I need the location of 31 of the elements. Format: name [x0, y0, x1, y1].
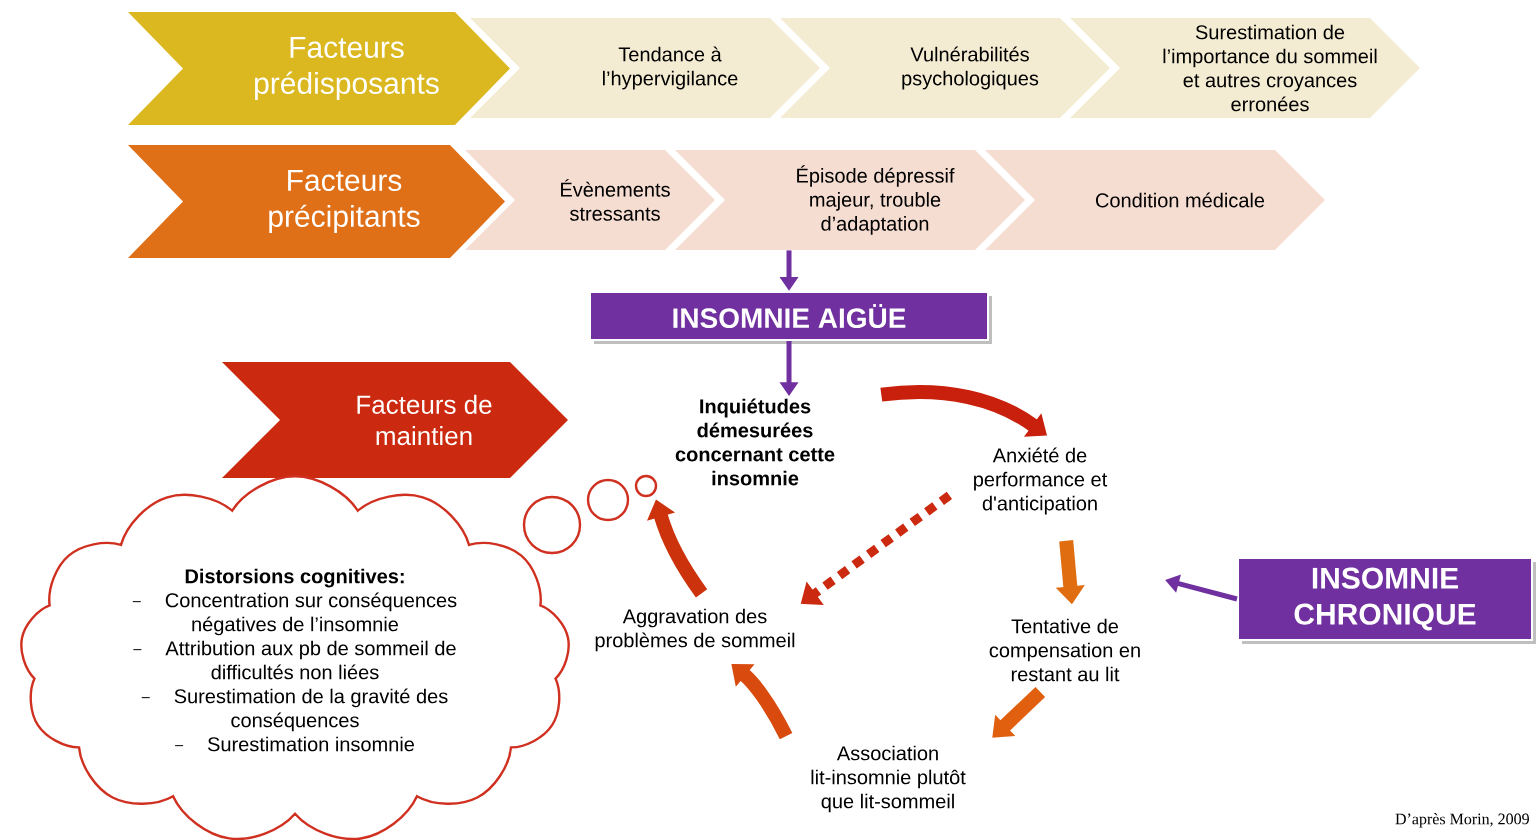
status-box: INSOMNIE AIGÜE: [589, 291, 992, 344]
chevron-banner: Épisode dépressif majeur, trouble d’adaptation: [675, 150, 1025, 250]
node-label: Épisode dépressif majeur, trouble d’adaptation: [797, 165, 955, 235]
node-label: Vulnérabilités psychologiques: [902, 46, 1039, 90]
step-text: Inquiétudes démesurées concernant cette insomnie: [675, 398, 835, 486]
node-label: Évènements stressants: [561, 179, 670, 221]
node-label: Distorsions cognitives:: [185, 568, 404, 588]
chevron-banner: Surestimation de l’importance du sommeil et autres croyances erronées: [1070, 18, 1420, 118]
node-label: Concentration sur conséquences négatives de l’insomnie: [165, 592, 457, 636]
status-box: INSOMNIE CHRONIQUE: [1237, 557, 1536, 644]
source-note: D’après Morin, 2009: [1395, 813, 1529, 828]
chevron-banner: Facteurs prédisposants: [128, 12, 510, 125]
chevron-banner: Facteurs de maintien: [222, 362, 568, 478]
node-label: Tendance à l’hypervigilance: [602, 46, 738, 90]
chevron-banner: Condition médicale: [985, 150, 1326, 250]
thought-cloud: Distorsions cognitives: Concentration sur conséquences négatives de l’insomnie Attribution aux pb de sommeil de difficultés non liées Surestimation de la gravité des conséquences Surestimation insomnie: [20, 475, 570, 840]
chevron-banner: Facteurs précipitants: [128, 145, 505, 258]
chevron-banner: Vulnérabilités psychologiques: [780, 18, 1110, 118]
chevron-banner: Évènements stressants: [465, 150, 715, 250]
step-text: Aggravation des problèmes de sommeil: [595, 608, 795, 652]
chevron-banner: Tendance à l’hypervigilance: [470, 18, 820, 118]
arrow: [992, 686, 1046, 738]
step-text: Association lit-insomnie plutôt que lit-sommeil: [811, 745, 966, 813]
step-text: Tentative de compensation en restant au lit: [989, 618, 1140, 682]
arrow: [731, 664, 793, 740]
step-text: Anxiété de performance et d'anticipation: [974, 447, 1108, 515]
node-label: Attribution aux pb de sommeil de difficultés non liées: [165, 640, 456, 680]
node-label: Condition médicale: [1095, 192, 1265, 208]
node-label: Surestimation de la gravité des conséquences: [174, 688, 448, 732]
node-label: Surestimation insomnie: [207, 736, 414, 752]
node-label: Surestimation de l’importance du sommeil et autres croyances erronées: [1163, 24, 1377, 112]
